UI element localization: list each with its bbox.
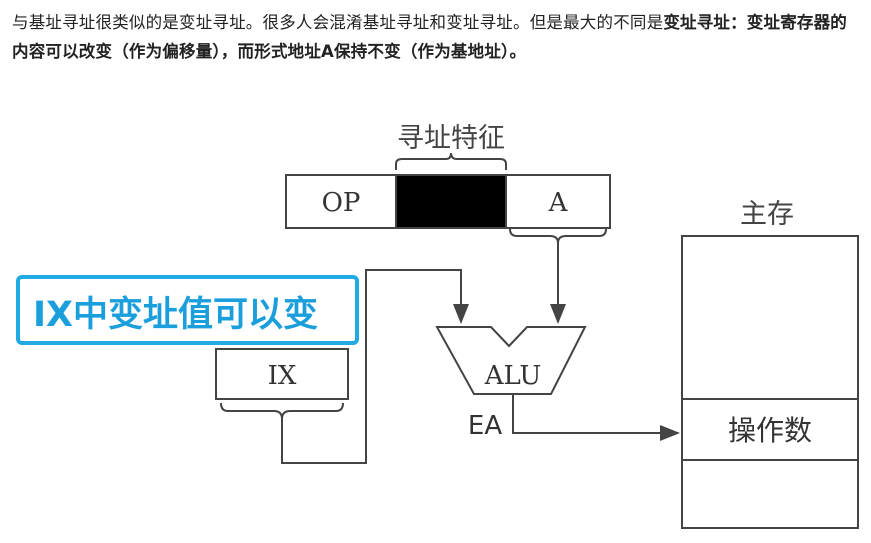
- ea-to-operand-arrow: [512, 394, 680, 441]
- ea-label: EA: [468, 411, 502, 441]
- ix-brace: [220, 402, 344, 420]
- ix-register: [215, 348, 349, 400]
- intro-text: 与基址寻址很类似的是变址寻址。很多人会混淆基址寻址和变址寻址。但是最大的不同是: [12, 13, 664, 32]
- ix-change-callout: [16, 275, 359, 345]
- main-memory: [681, 235, 859, 529]
- a-label: A: [548, 188, 569, 218]
- alu-unit: [435, 326, 587, 395]
- memory-title: 主存: [740, 199, 794, 230]
- operand-label: 操作数: [728, 414, 812, 447]
- ix-label: IX: [268, 361, 297, 391]
- intro-paragraph: 与基址寻址很类似的是变址寻址。很多人会混淆基址寻址和变址寻址。但是最大的不同是变…: [12, 8, 862, 66]
- instruction-feature-field: [395, 174, 507, 229]
- feature-brace: [395, 152, 507, 170]
- instruction-op-field: [285, 174, 397, 229]
- ix-change-callout-text: IX中变址值可以变: [33, 295, 318, 335]
- a-field-brace: [509, 228, 607, 244]
- ix-to-alu-arrow: [281, 269, 469, 464]
- feature-label: 寻址特征: [397, 123, 505, 154]
- intro-bold-text: 变址寻址：变址寄存器的内容可以改变（作为偏移量），而形式地址A保持不变（作为基地…: [12, 13, 848, 61]
- alu-label: ALU: [484, 361, 542, 391]
- op-label: OP: [322, 188, 361, 218]
- instruction-a-field: [505, 174, 611, 229]
